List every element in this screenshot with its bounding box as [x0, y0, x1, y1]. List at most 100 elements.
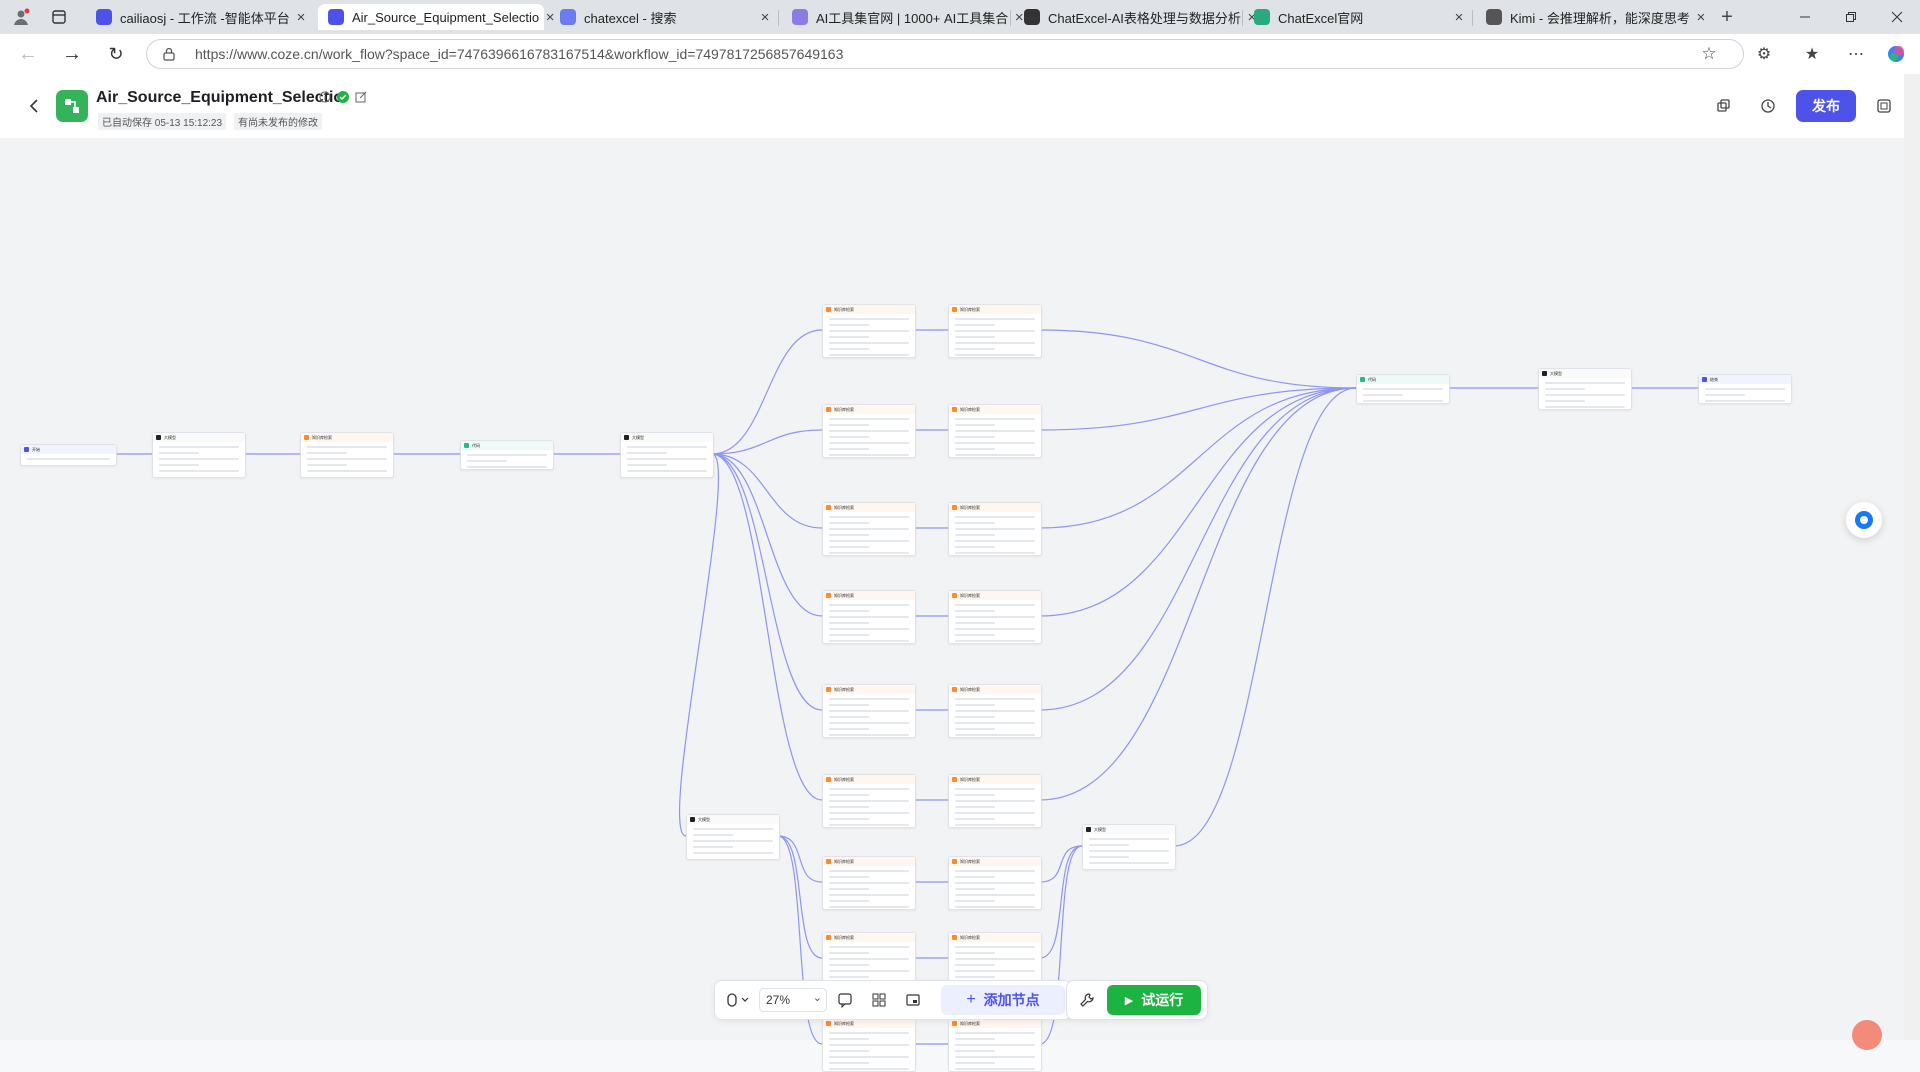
workflow-node[interactable]: 知识库检索 [948, 304, 1042, 358]
workflow-node[interactable]: 知识库检索 [948, 502, 1042, 556]
workflow-node[interactable]: 大模型 [1082, 824, 1176, 870]
back-icon[interactable]: ← [18, 42, 38, 65]
browser-tab[interactable]: cailiaosj - 工作流 -智能体平台× [86, 4, 312, 30]
workflow-node[interactable]: 知识库检索 [948, 774, 1042, 828]
node-field-placeholder [829, 794, 869, 796]
zoom-select[interactable]: 27% ⌄ [759, 988, 827, 1012]
node-field-placeholder [627, 464, 667, 466]
browser-tab[interactable]: ChatExcel-AI表格处理与数据分析× [1014, 4, 1256, 30]
url-text[interactable]: https://www.coze.cn/work_flow?space_id=7… [195, 46, 844, 62]
workflow-node[interactable]: 知识库检索 [822, 856, 916, 910]
node-type-icon [1702, 377, 1707, 382]
wrench-icon[interactable] [1077, 990, 1097, 1010]
new-tab-icon[interactable]: + [1721, 5, 1733, 28]
forward-icon[interactable]: → [62, 42, 82, 65]
close-tab-icon[interactable]: × [760, 8, 770, 26]
workflow-canvas[interactable]: 开始大模型知识库检索代码大模型知识库检索知识库检索知识库检索知识库检索知识库检索… [0, 138, 1904, 1072]
address-bar[interactable]: https://www.coze.cn/work_flow?space_id=7… [146, 39, 1744, 69]
node-field-placeholder [955, 1044, 1035, 1046]
browser-tab[interactable]: chatexcel - 搜索× [550, 4, 776, 30]
favorites-icon[interactable]: ★ [1804, 46, 1820, 63]
workflow-node[interactable]: 知识库检索 [822, 684, 916, 738]
workflow-node[interactable]: 结束 [1698, 374, 1792, 404]
close-tab-icon[interactable]: × [1696, 8, 1706, 26]
site-info-icon[interactable] [161, 46, 177, 62]
favorite-star-icon[interactable]: ☆ [1701, 44, 1717, 63]
workflow-node[interactable]: 知识库检索 [822, 932, 916, 986]
workflow-edge [711, 453, 823, 617]
node-title: 大模型 [164, 434, 176, 440]
close-tab-icon[interactable]: × [1014, 8, 1024, 26]
close-tab-icon[interactable]: × [1247, 8, 1257, 26]
workflow-node[interactable]: 开始 [20, 444, 117, 466]
close-tab-icon[interactable]: × [1454, 8, 1464, 26]
close-tab-icon[interactable]: × [296, 8, 306, 26]
node-field-placeholder [829, 634, 869, 636]
browser-tab[interactable]: ChatExcel官网× [1244, 4, 1470, 30]
workflow-edge [711, 429, 823, 455]
back-arrow-icon[interactable] [24, 96, 44, 116]
minimize-icon[interactable] [1794, 6, 1816, 28]
page-scrollbar[interactable] [1904, 74, 1920, 1040]
node-type-icon [952, 307, 957, 312]
workflow-node[interactable]: 大模型 [686, 814, 780, 860]
node-field-placeholder [627, 470, 707, 472]
info-icon[interactable] [318, 90, 332, 104]
node-header: 知识库检索 [949, 405, 1041, 414]
workflow-node[interactable]: 知识库检索 [948, 932, 1042, 986]
node-field-placeholder [829, 436, 869, 438]
minimap-icon[interactable] [903, 990, 923, 1010]
node-field-placeholder [955, 806, 995, 808]
history-icon[interactable] [1758, 96, 1778, 116]
workflow-node[interactable]: 知识库检索 [948, 684, 1042, 738]
tab-actions-icon[interactable] [48, 6, 70, 28]
workflow-node[interactable]: 知识库检索 [948, 856, 1042, 910]
workflow-node[interactable]: 知识库检索 [822, 404, 916, 458]
mascot-icon[interactable] [1852, 1020, 1882, 1050]
workflow-node[interactable]: 大模型 [152, 432, 246, 478]
reload-icon[interactable]: ↻ [108, 43, 124, 64]
workflow-node[interactable]: 知识库检索 [822, 1018, 916, 1072]
profile-avatar-icon[interactable] [10, 6, 32, 28]
workflow-node[interactable]: 知识库检索 [300, 432, 394, 478]
panel-toggle-icon[interactable] [1874, 96, 1894, 116]
assistant-float-button[interactable] [1846, 502, 1882, 538]
browser-tab[interactable]: AI工具集官网 | 1000+ AI工具集合× [782, 4, 1024, 30]
mouse-mode-icon[interactable] [723, 990, 753, 1010]
unpublished-status: 有尚未发布的修改 [234, 113, 322, 130]
tab-title: Kimi - 会推理解析，能深度思考 [1510, 10, 1690, 26]
workflow-node[interactable]: 知识库检索 [822, 502, 916, 556]
comment-icon[interactable] [835, 990, 855, 1010]
workflow-node[interactable]: 大模型 [1538, 368, 1632, 410]
node-header: 知识库检索 [823, 685, 915, 694]
workflow-node[interactable]: 知识库检索 [822, 304, 916, 358]
copilot-icon[interactable] [1884, 42, 1908, 66]
restore-icon[interactable] [1840, 6, 1862, 28]
workflow-node[interactable]: 代码 [460, 440, 554, 470]
node-header: 知识库检索 [949, 591, 1041, 600]
extensions-icon[interactable]: ⚙ [1756, 46, 1772, 63]
browser-tab[interactable]: Air_Source_Equipment_Selectio× [318, 4, 555, 30]
node-title: 大模型 [698, 816, 710, 822]
node-field-placeholder [1363, 400, 1443, 402]
workflow-node[interactable]: 知识库检索 [822, 590, 916, 644]
close-tab-icon[interactable]: × [545, 8, 555, 26]
workflow-node[interactable]: 代码 [1356, 374, 1450, 404]
node-field-placeholder [829, 894, 909, 896]
workflow-node[interactable]: 知识库检索 [822, 774, 916, 828]
workflow-node[interactable]: 知识库检索 [948, 404, 1042, 458]
test-run-button[interactable]: ▶ 试运行 [1107, 985, 1201, 1015]
copy-icon[interactable] [1714, 96, 1734, 116]
add-node-button[interactable]: + 添加节点 [941, 985, 1065, 1015]
layout-icon[interactable] [869, 990, 889, 1010]
node-field-placeholder [829, 824, 909, 826]
workflow-node[interactable]: 知识库检索 [948, 1018, 1042, 1072]
publish-button[interactable]: 发布 [1796, 90, 1856, 122]
browser-tab[interactable]: Kimi - 会推理解析，能深度思考 × [1476, 4, 1705, 30]
node-field-placeholder [829, 1068, 909, 1070]
close-window-icon[interactable] [1886, 6, 1908, 28]
workflow-node[interactable]: 大模型 [620, 432, 714, 478]
more-menu-icon[interactable]: ⋯ [1848, 46, 1864, 63]
edit-icon[interactable] [354, 90, 368, 104]
workflow-node[interactable]: 知识库检索 [948, 590, 1042, 644]
